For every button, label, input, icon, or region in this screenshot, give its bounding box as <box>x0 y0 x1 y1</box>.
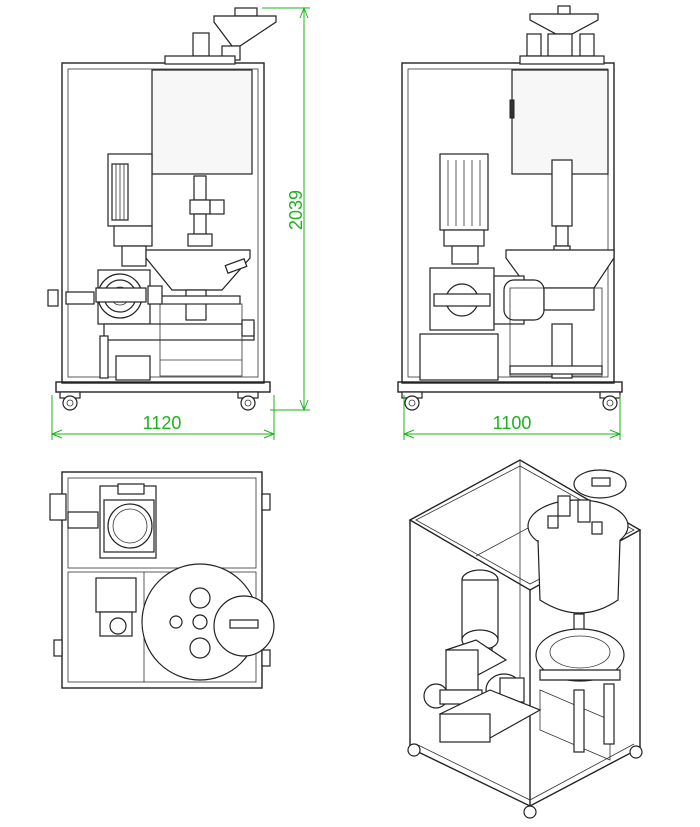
side-caster-left <box>401 391 423 411</box>
side-tank-housing <box>511 69 609 175</box>
dimension-front-width: 1120 <box>50 395 276 440</box>
side-motor <box>439 153 489 265</box>
front-tank-housing <box>151 69 253 175</box>
iso-frame <box>408 459 642 807</box>
isometric-view <box>407 459 643 819</box>
side-lower-stand <box>419 287 603 381</box>
top-hopper-lid <box>213 595 275 657</box>
front-top-cylinder <box>192 32 210 57</box>
side-top-assembly <box>519 5 605 65</box>
dimension-height-label: 2039 <box>286 190 306 230</box>
dimension-side-width: 1100 <box>402 395 622 440</box>
front-caster-right <box>237 391 259 411</box>
front-mixing-hopper <box>145 249 251 321</box>
iso-gearbox <box>423 639 525 709</box>
front-frame-outer <box>61 62 265 384</box>
front-pump <box>95 269 163 325</box>
front-caster-left <box>59 391 81 411</box>
front-valve-assembly <box>187 175 225 247</box>
side-pump <box>493 275 595 325</box>
front-view <box>47 7 277 411</box>
dimension-front-width-label: 1120 <box>143 413 182 433</box>
top-frame-outer <box>61 471 263 689</box>
iso-tank <box>527 469 629 614</box>
top-side-handle <box>49 493 67 521</box>
front-motor <box>107 153 153 267</box>
dimension-height: 2039 <box>262 6 310 412</box>
top-view <box>49 471 275 689</box>
top-pump <box>99 483 157 559</box>
front-lower-stand <box>99 303 255 381</box>
iso-mixer-base <box>535 613 625 682</box>
side-view <box>397 5 623 411</box>
iso-lower-stand <box>438 683 615 761</box>
front-base <box>55 381 271 393</box>
side-base <box>397 381 623 393</box>
side-frame-outer <box>401 62 615 384</box>
side-caster-right <box>599 391 621 411</box>
side-gearbox <box>429 267 495 331</box>
front-side-handle <box>47 289 59 307</box>
top-motor <box>95 577 137 637</box>
front-top-hopper <box>213 7 277 61</box>
dimension-side-width-label: 1100 <box>493 413 532 433</box>
iso-casters <box>407 743 643 819</box>
